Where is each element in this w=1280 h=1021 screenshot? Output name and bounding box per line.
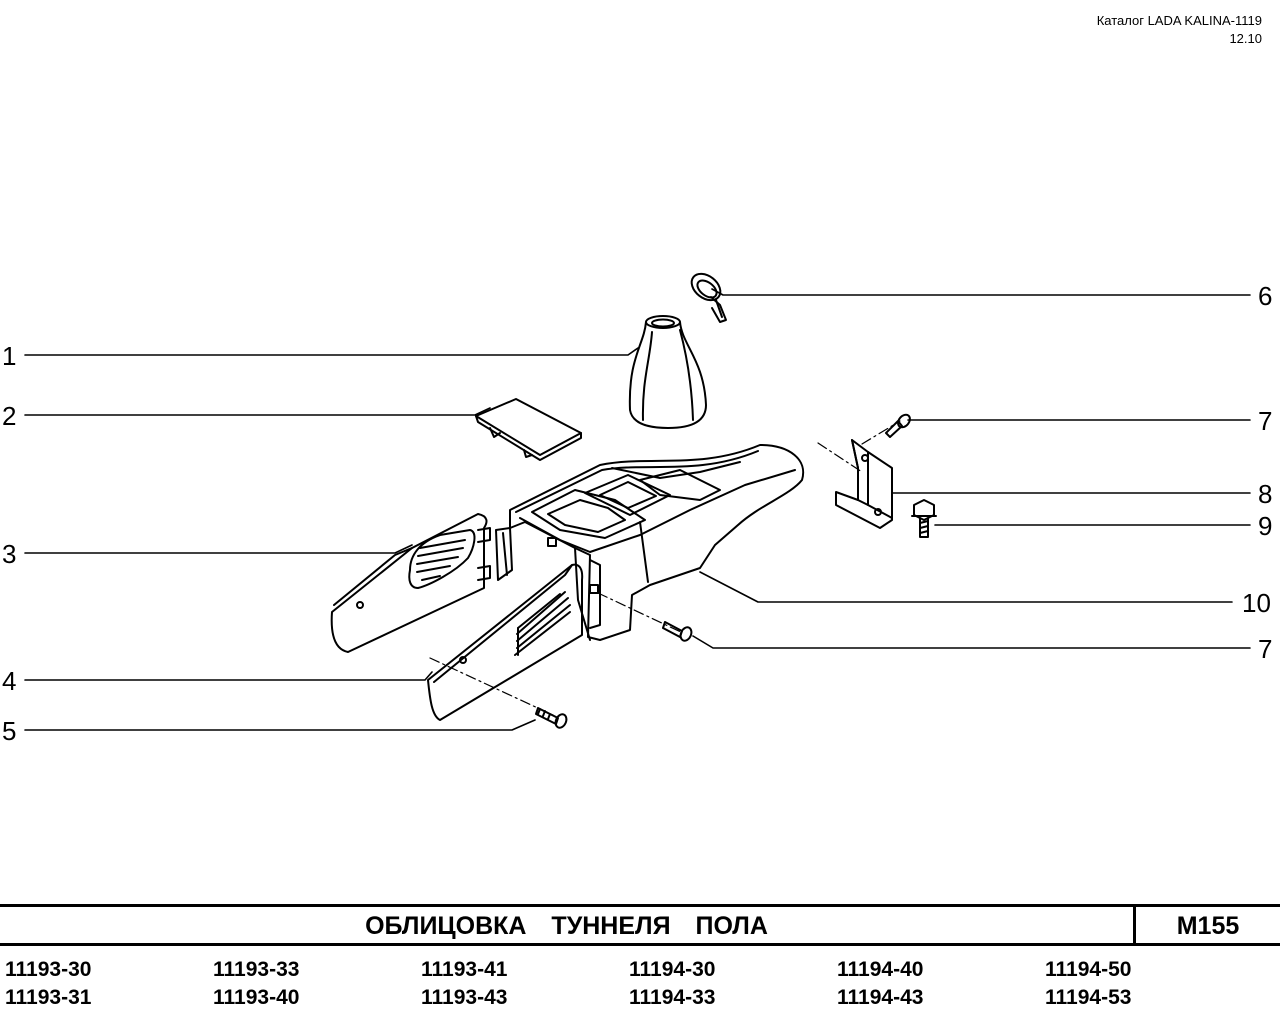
assembly-axes: [429, 420, 901, 717]
callout-4: 4: [2, 666, 17, 696]
model-code: 11193-40: [213, 986, 300, 1009]
callout-10: 10: [1242, 588, 1271, 618]
model-code: 11193-30: [5, 958, 92, 981]
gear-boot-part-1: [628, 315, 707, 429]
leader-line-7-bottom: [692, 635, 1251, 649]
catalog-date: 12.10: [1229, 31, 1262, 46]
callout-1: 1: [2, 341, 17, 371]
title-divider: [1133, 907, 1136, 943]
screw-part-7-top: [885, 413, 911, 438]
page-code: M155: [1176, 912, 1240, 940]
page-title: ОБЛИЦОВКА ТУННЕЛЯ ПОЛА: [365, 912, 768, 940]
callout-7-bottom: 7: [1258, 634, 1273, 664]
bracket-part-8: [835, 439, 893, 529]
callout-2: 2: [2, 401, 17, 431]
callout-3: 3: [2, 539, 17, 569]
callout-7-top: 7: [1258, 406, 1273, 436]
callout-9: 9: [1258, 511, 1273, 541]
screw-part-7-bottom: [662, 621, 693, 642]
clamp-part-6: [690, 272, 727, 323]
exploded-parts-diagram: [24, 272, 1251, 731]
leader-line-6: [711, 288, 1251, 296]
console-part-10: [495, 444, 805, 641]
model-code: 11193-33: [213, 958, 300, 981]
model-code: 11194-53: [1045, 986, 1132, 1009]
model-code: 11193-31: [5, 986, 92, 1009]
leader-line-5: [24, 719, 536, 731]
catalog-header: Каталог LADA KALINA-1119 12.10: [1097, 12, 1262, 48]
leader-lines: [24, 288, 1251, 731]
model-code: 11194-33: [629, 986, 716, 1009]
model-code: 11193-43: [421, 986, 508, 1009]
leader-line-1: [24, 347, 639, 356]
callout-6: 6: [1258, 281, 1273, 311]
side-trim-part-3: [330, 513, 491, 653]
callout-8: 8: [1258, 479, 1273, 509]
leader-line-3: [24, 544, 413, 554]
side-trim-part-4: [427, 563, 584, 721]
leader-line-4: [24, 671, 433, 681]
leader-line-2: [24, 407, 491, 416]
model-code: 11193-41: [421, 958, 508, 981]
model-code: 11194-50: [1045, 958, 1132, 981]
model-code: 11194-40: [837, 958, 924, 981]
model-code: 11194-30: [629, 958, 716, 981]
screw-part-5: [535, 707, 568, 729]
bolt-part-9: [911, 499, 937, 538]
title-bar: ОБЛИЦОВКА ТУННЕЛЯ ПОЛА M155: [0, 904, 1280, 946]
callout-5: 5: [2, 716, 17, 746]
catalog-name: Каталог LADA KALINA-1119: [1096, 13, 1262, 28]
model-code: 11194-43: [837, 986, 924, 1009]
leader-line-10: [699, 571, 1233, 603]
lid-part-2: [475, 398, 582, 461]
